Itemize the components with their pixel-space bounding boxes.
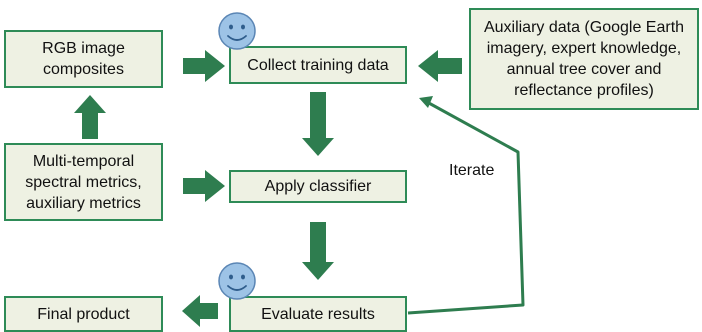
evaluate-results-box: Evaluate results [229, 296, 407, 332]
iterate-arrowhead [419, 96, 433, 108]
arrow-metrics-to-classifier [183, 170, 225, 202]
arrow-collect-to-classifier [302, 92, 334, 156]
apply-classifier-box: Apply classifier [229, 170, 407, 203]
smiley-face-icon [218, 12, 256, 50]
rgb-composites-box: RGB image composites [4, 30, 163, 88]
arrow-metrics-to-rgb [74, 95, 106, 139]
multi-temporal-metrics-box: Multi-temporal spectral metrics, auxilia… [4, 143, 163, 221]
collect-training-data-box: Collect training data [229, 46, 407, 84]
iterate-feedback-line [407, 100, 525, 315]
smiley-face-icon [218, 262, 256, 300]
arrow-evaluate-to-final [182, 295, 218, 327]
auxiliary-data-box: Auxiliary data (Google Earth imagery, ex… [469, 8, 699, 110]
iterate-label: Iterate [449, 162, 495, 179]
arrow-rgb-to-collect [183, 50, 225, 82]
arrow-classifier-to-evaluate [302, 222, 334, 280]
arrow-aux-to-collect [418, 50, 462, 82]
